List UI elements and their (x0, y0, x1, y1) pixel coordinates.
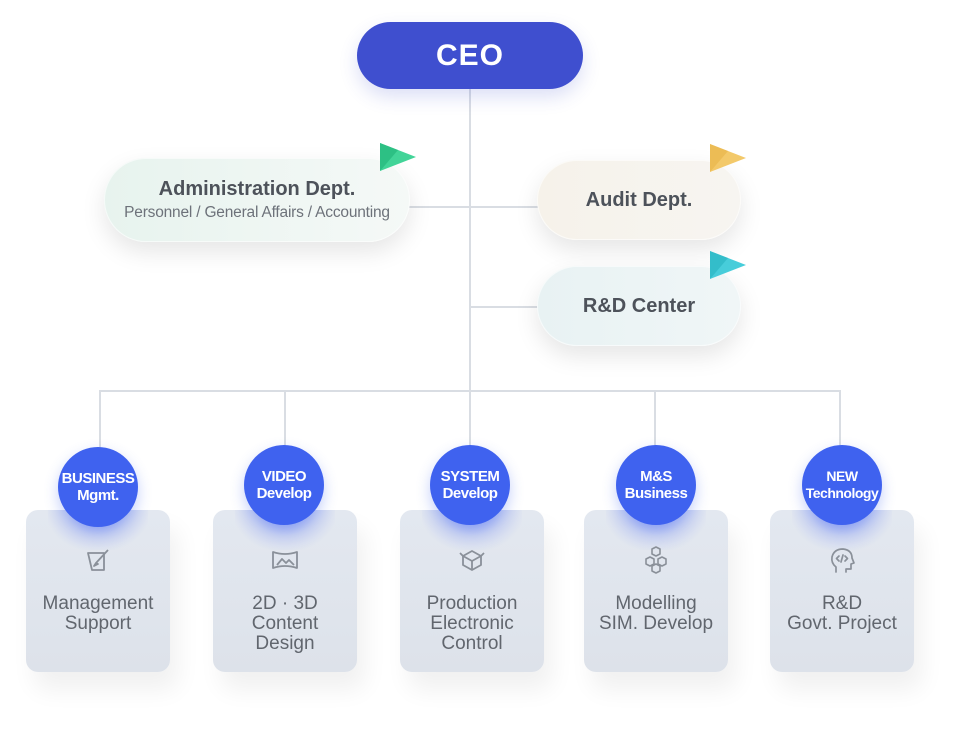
division-drop-4 (654, 390, 656, 450)
division-badge-line2: Develop (442, 485, 498, 502)
admin-branch-line (405, 206, 470, 208)
division-label-line: Management (42, 593, 154, 614)
audit-dept-title: Audit Dept. (585, 188, 693, 211)
division-badge-ms: M&S Business (616, 445, 696, 525)
division-label-line: Production (426, 593, 518, 614)
division-drop-2 (284, 390, 286, 450)
division-badge-line1: SYSTEM (440, 468, 500, 485)
division-card-ms: Modelling SIM. Develop (584, 510, 728, 672)
division-badge-new-tech: NEW Technology (802, 445, 882, 525)
rnd-branch-line (470, 306, 540, 308)
ceo-label: CEO (435, 38, 504, 72)
division-badge-system: SYSTEM Develop (430, 445, 510, 525)
cube-circuit-icon (459, 550, 485, 571)
rnd-flag-icon (710, 251, 746, 279)
division-card-video: 2D · 3D Content Design (213, 510, 357, 672)
admin-dept-subtitle: Personnel / General Affairs / Accounting (124, 204, 390, 221)
division-card-business: Management Support (26, 510, 170, 672)
division-label-line: Modelling (615, 593, 697, 614)
rnd-center-node: R&D Center (537, 266, 741, 346)
head-code-icon (830, 548, 855, 573)
division-badge-line2: Mgmt. (77, 487, 119, 504)
division-label-line: Govt. Project (787, 613, 897, 634)
division-drop-3 (469, 390, 471, 450)
division-badge-line2: Develop (256, 485, 312, 502)
ceo-node: CEO (357, 22, 583, 89)
division-badge-line1: NEW (826, 468, 858, 484)
division-label-line: 2D · 3D (252, 593, 318, 614)
division-label-line: Support (64, 613, 132, 634)
division-label-line: R&D (821, 593, 863, 614)
document-pen-icon (87, 549, 109, 571)
division-drop-1 (99, 390, 101, 450)
division-label-line: Design (255, 633, 315, 654)
division-card-new-tech: R&D Govt. Project (770, 510, 914, 672)
audit-dept-node: Audit Dept. (537, 160, 741, 240)
division-badge-line2: Business (624, 485, 688, 502)
admin-dept-title: Administration Dept. (158, 178, 356, 200)
division-label-line: Electronic (430, 613, 514, 634)
image-frame-icon (272, 551, 298, 569)
audit-branch-line (470, 206, 540, 208)
division-badge-line1: M&S (640, 468, 672, 485)
admin-dept-node: Administration Dept. Personnel / General… (104, 158, 410, 242)
audit-flag-icon (710, 144, 746, 172)
division-badge-line1: VIDEO (261, 468, 307, 485)
division-card-system: Production Electronic Control (400, 510, 544, 672)
division-label-line: Control (441, 633, 503, 654)
stacked-cubes-icon (645, 546, 667, 574)
division-badge-line2: Technology (805, 485, 879, 501)
ceo-trunk-line (469, 89, 471, 391)
division-label-line: Content (251, 613, 319, 634)
admin-flag-icon (380, 143, 416, 171)
division-badge-line1: BUSINESS (61, 470, 135, 487)
division-label-line: SIM. Develop (598, 613, 714, 634)
division-badge-business: BUSINESS Mgmt. (58, 447, 138, 527)
rnd-center-title: R&D Center (582, 294, 696, 317)
division-badge-video: VIDEO Develop (244, 445, 324, 525)
division-drop-5 (839, 390, 841, 450)
